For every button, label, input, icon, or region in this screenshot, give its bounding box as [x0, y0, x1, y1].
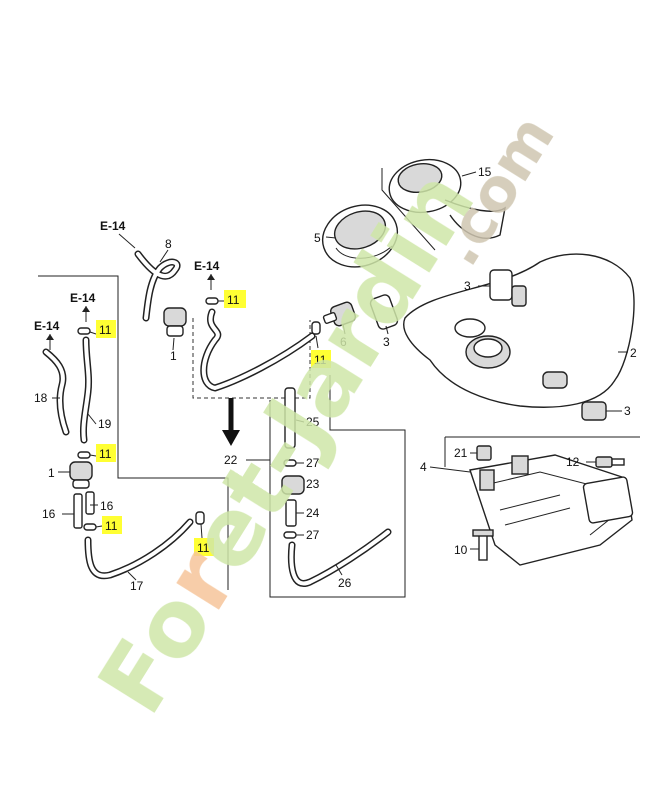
grommet-23 [281, 475, 305, 495]
callout-26: 26 [338, 576, 352, 590]
fitting-16-right [85, 491, 95, 515]
nut-21 [476, 445, 492, 461]
clip-11-a [77, 327, 91, 335]
callout-25: 25 [306, 415, 320, 429]
watermark: Foret-Jardin .com [78, 103, 569, 731]
callout-15: 15 [478, 165, 492, 179]
callout-21: 21 [454, 446, 468, 460]
callout-numbers: 8 1 18 19 1 16 16 11 11 11 11 11 11 17 6… [34, 165, 637, 593]
callout-12: 12 [566, 455, 580, 469]
small-parts [69, 294, 399, 539]
section-boundaries [38, 168, 640, 598]
callout-11-c: 11 [105, 519, 118, 533]
rubber-blocks-3 [489, 269, 607, 421]
callout-8: 8 [165, 237, 172, 251]
reference-e14-left: E-14 [70, 291, 96, 305]
callout-16-left: 16 [42, 507, 56, 521]
callout-27-lower: 27 [306, 528, 320, 542]
callout-17: 17 [130, 579, 144, 593]
bolt-10 [472, 529, 494, 561]
callout-1-upper: 1 [170, 349, 177, 363]
callout-27-upper: 27 [306, 456, 320, 470]
callout-11-b: 11 [99, 447, 112, 461]
callout-10: 10 [454, 543, 468, 557]
grommet-1-upper [163, 307, 187, 327]
rubber-block-3-a [489, 269, 513, 301]
fitting-16-left [73, 493, 83, 529]
callout-11-d: 11 [227, 293, 240, 307]
rubber-block-3-b [581, 401, 607, 421]
callout-3-top: 3 [464, 279, 471, 293]
reference-e14-hose8: E-14 [100, 219, 126, 233]
fuel-filter-6 [322, 301, 357, 327]
bolt-12 [595, 456, 625, 468]
fuel-cap-15 [388, 158, 506, 239]
hose-25 [284, 387, 296, 449]
clip-11-e [195, 511, 205, 525]
fuel-tank-2 [403, 253, 635, 408]
grommet-1-lower [69, 461, 93, 481]
callout-5: 5 [314, 231, 321, 245]
gasket-3-left [369, 294, 399, 330]
clip-11-c [83, 523, 97, 531]
cap-section-boundary [381, 168, 436, 251]
clip-11-f [311, 321, 321, 335]
callout-6: 6 [340, 335, 347, 349]
callout-11-f: 11 [314, 353, 327, 367]
callout-22: 22 [224, 453, 238, 467]
clip-11-b [77, 451, 91, 459]
reference-labels: E-14 E-14 E-14 E-14 [34, 219, 220, 350]
callout-18: 18 [34, 391, 48, 405]
reference-e14-far-left: E-14 [34, 319, 60, 333]
callout-4: 4 [420, 460, 427, 474]
callout-11-e: 11 [197, 541, 210, 555]
callout-24: 24 [306, 506, 320, 520]
callout-3-right: 3 [624, 404, 631, 418]
callout-16-right: 16 [100, 499, 114, 513]
hoses [42, 250, 392, 587]
fuel-cap-5 [321, 204, 399, 268]
callout-3-left: 3 [383, 335, 390, 349]
highlights-part-11 [96, 290, 331, 556]
tank-bracket-4 [469, 454, 634, 566]
callout-11-a: 11 [99, 323, 112, 337]
clip-11-d [205, 297, 219, 305]
callout-23: 23 [306, 477, 320, 491]
right-section-boundary [269, 375, 406, 598]
reference-e14-center: E-14 [194, 259, 220, 273]
callout-19: 19 [98, 417, 112, 431]
callout-1-lower: 1 [48, 466, 55, 480]
left-section-boundary [38, 275, 229, 590]
callout-2: 2 [630, 346, 637, 360]
leader-lines [52, 171, 628, 581]
